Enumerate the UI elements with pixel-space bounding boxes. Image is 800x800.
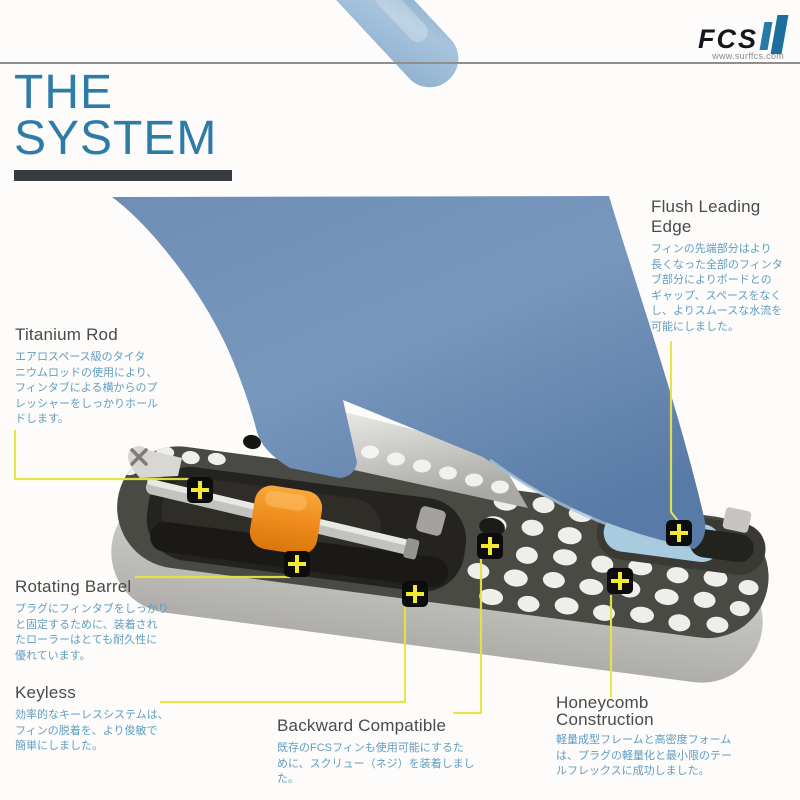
page-title: THE SYSTEM (14, 66, 218, 165)
rod-support (416, 506, 446, 536)
annotation-body: 軽量成型フレームと高密度フォーム は、プラグの軽量化と最小限のテー ルフレックス… (556, 734, 732, 777)
annotation-flush-leading-edge: Flush Leading Edge フィンの先端部分はより 長くなった全部のフ… (651, 197, 796, 335)
plus-marker-backward-compatible (477, 533, 503, 559)
surfboard-fin (112, 196, 706, 549)
annotation-body: 既存のFCSフィンも使用可能にするた めに、スクリュー（ネジ）を装着しました。 (277, 742, 475, 785)
annotation-heading: Honeycomb Construction (556, 693, 654, 729)
callout-line-titanium-rod (13, 430, 190, 481)
fcs-logo: FCS (698, 24, 758, 54)
inner-wall-dots (361, 445, 509, 494)
annotation-heading: Flush Leading Edge (651, 197, 761, 236)
annotation-honeycomb-construction: Honeycomb Construction 軽量成型フレームと高密度フォーム … (556, 694, 766, 780)
annotation-heading: Titanium Rod (15, 325, 118, 344)
callout-line-flush-edge (669, 341, 679, 522)
plus-marker-rotating-barrel (284, 551, 310, 577)
plus-marker-honeycomb (607, 568, 633, 594)
annotation-heading: Keyless (15, 683, 76, 702)
fin-tab (308, 0, 459, 88)
screw-hole (479, 517, 505, 537)
plus-marker-flush-edge (666, 520, 692, 546)
screw-hole (243, 434, 261, 450)
rotating-barrel (249, 485, 323, 555)
annotation-titanium-rod: Titanium Rod エアロスペース級のタイタ ニウムロッドの使用により、 … (15, 325, 170, 428)
right-fitting (722, 507, 752, 533)
brand-website: www.surffcs.com (712, 51, 784, 61)
title-underline (14, 170, 232, 181)
annotation-heading: Backward Compatible (277, 716, 447, 735)
annotation-body: フィンの先端部分はより 長くなった全部のフィンタ ブ部分によりボードとの ギャッ… (651, 243, 783, 333)
screw-cross (130, 448, 148, 466)
plus-marker-keyless (402, 581, 428, 607)
annotation-body: エアロスペース級のタイタ ニウムロッドの使用により、 フィンタブによる横からのプ… (15, 351, 158, 425)
annotation-body: 効率的なキーレスシステムは、 フィンの脱着を、より俊敏で 簡単にしました。 (15, 709, 169, 752)
header-divider (0, 62, 800, 64)
annotation-body: プラグにフィンタブをしっかり と固定するために、装着され たローラーはとても耐久… (15, 603, 169, 662)
annotation-keyless: Keyless 効率的なキーレスシステムは、 フィンの脱着を、より俊敏で 簡単に… (15, 683, 205, 755)
plus-marker-titanium-rod (187, 477, 213, 503)
annotation-rotating-barrel: Rotating Barrel プラグにフィンタブをしっかり と固定するために、… (15, 577, 195, 664)
annotation-heading: Rotating Barrel (15, 577, 132, 596)
callout-line-backward-compatible (453, 559, 483, 715)
annotation-backward-compatible: Backward Compatible 既存のFCSフィンも使用可能にするた め… (277, 716, 492, 788)
callout-line-keyless (160, 606, 407, 704)
